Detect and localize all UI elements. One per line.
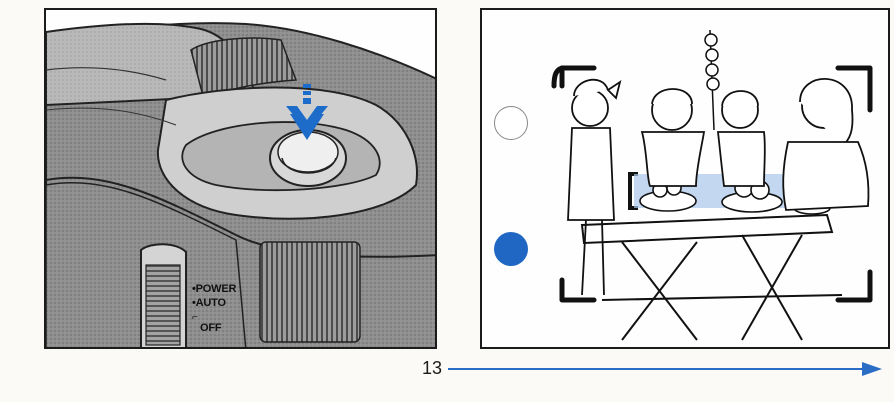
camera-body-illustration bbox=[46, 10, 437, 349]
auto-label: •AUTO bbox=[192, 297, 226, 309]
off-bracket-icon: ⌐ bbox=[192, 312, 198, 323]
viewfinder-scene-illustration bbox=[482, 10, 890, 349]
page-number: 13 bbox=[422, 358, 442, 379]
power-label: •POWER bbox=[192, 283, 236, 295]
arrow-down-icon bbox=[282, 84, 332, 144]
viewfinder-illustration-panel bbox=[480, 8, 890, 349]
arrow-right-icon bbox=[448, 361, 884, 381]
viewfinder-indicator-empty bbox=[494, 106, 528, 140]
off-label: OFF bbox=[200, 322, 221, 334]
viewfinder-indicator-filled bbox=[494, 232, 528, 266]
camera-illustration-panel: •POWER •AUTO ⌐ OFF bbox=[44, 8, 437, 349]
